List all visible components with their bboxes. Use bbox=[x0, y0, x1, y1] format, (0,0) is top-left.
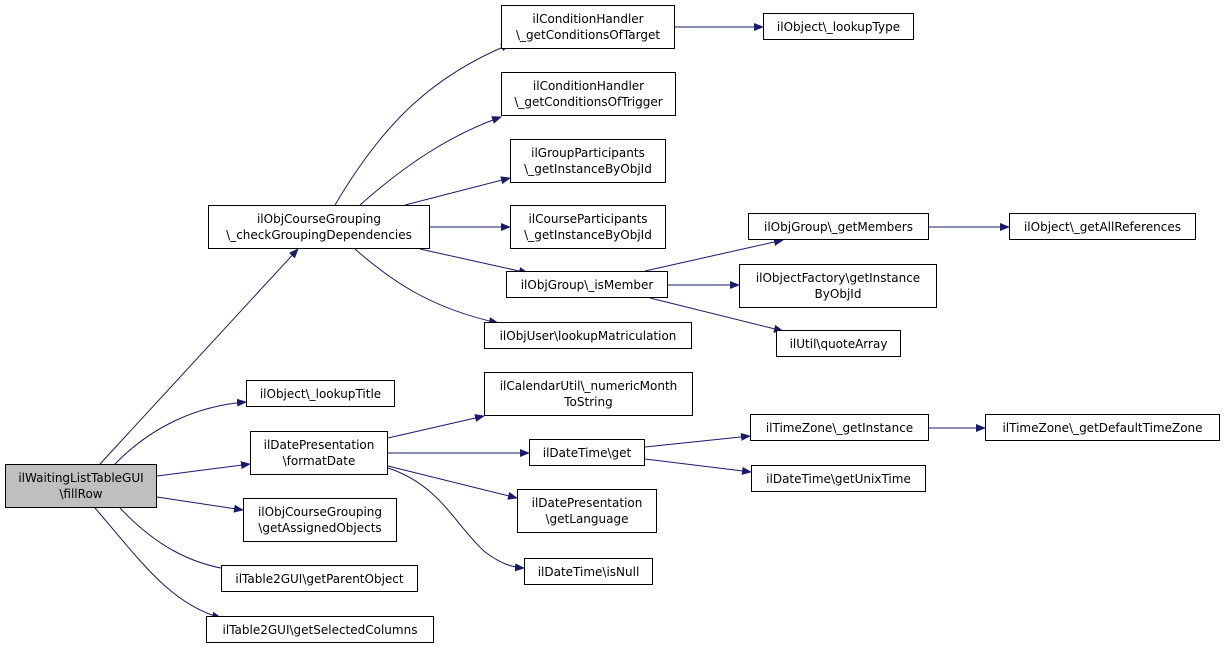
node-label-line: ilObjUser\lookupMatriculation bbox=[499, 328, 677, 343]
node-label-line: ilDatePresentation bbox=[531, 496, 643, 510]
edge-checkGrouping-to-matric bbox=[354, 248, 499, 325]
edge-checkGrouping-to-isMember bbox=[419, 248, 529, 275]
node-label-line: ilObjGroup\_getMembers bbox=[764, 219, 913, 234]
edge-checkGrouping-to-condTrigger bbox=[359, 116, 502, 206]
node-label-line: ilObjGroup\_isMember bbox=[520, 277, 654, 292]
node-lookupTitle[interactable]: ilObject\_lookupTitle bbox=[246, 380, 395, 407]
edge-root-to-parentObj bbox=[119, 507, 233, 573]
node-root: ilWaitingListTableGUI \fillRow bbox=[5, 464, 157, 508]
node-isNull[interactable]: ilDateTime\isNull bbox=[524, 558, 653, 585]
node-getMembers[interactable]: ilObjGroup\_getMembers bbox=[748, 213, 929, 240]
node-label-line: ilWaitingListTableGUI bbox=[18, 471, 144, 485]
node-label-line: ilTimeZone\_getInstance bbox=[765, 420, 914, 435]
node-label-line: ilDateTime\get bbox=[542, 445, 632, 460]
node-label-line: ilTimeZone\_getDefaultTimeZone bbox=[1002, 420, 1203, 435]
node-condTrigger[interactable]: ilConditionHandler \_getConditionsOfTrigg… bbox=[501, 72, 676, 116]
edge-formatDate-to-numMonth bbox=[387, 414, 485, 439]
node-matric[interactable]: ilObjUser\lookupMatriculation bbox=[484, 322, 692, 349]
node-label-line: ilConditionHandler bbox=[532, 12, 644, 26]
node-label-line: \_getConditionsOfTrigger bbox=[514, 95, 663, 109]
node-label-line: ByObjId bbox=[814, 287, 862, 301]
node-label-line: ilDateTime\getUnixTime bbox=[766, 471, 911, 486]
edge-formatDate-to-isNull bbox=[387, 467, 525, 572]
node-label-line: \formatDate bbox=[282, 454, 356, 468]
node-label-line: ilObject\_lookupTitle bbox=[259, 386, 382, 401]
node-label-line: \_checkGroupingDependencies bbox=[226, 228, 412, 242]
node-label-line: ilObjCourseGrouping bbox=[257, 505, 383, 519]
edge-root-to-checkGrouping bbox=[99, 248, 299, 465]
node-groupPart[interactable]: ilGroupParticipants \_getInstanceByObjId bbox=[510, 139, 666, 183]
node-allRefs[interactable]: ilObject\_getAllReferences bbox=[1009, 213, 1196, 240]
node-label-line: ilUtil\quoteArray bbox=[789, 336, 888, 351]
edge-isMember-to-quoteArray bbox=[649, 297, 784, 333]
node-label-line: \getAssignedObjects bbox=[258, 521, 382, 535]
node-label-line: ilDateTime\isNull bbox=[537, 564, 640, 579]
edge-dtGet-to-tzInstance bbox=[644, 432, 751, 448]
node-tzInstance[interactable]: ilTimeZone\_getInstance bbox=[750, 414, 929, 441]
edge-root-to-selCols bbox=[94, 507, 222, 620]
node-unixTime[interactable]: ilDateTime\getUnixTime bbox=[751, 465, 926, 492]
node-label-line: ToString bbox=[564, 395, 613, 409]
node-parentObj[interactable]: ilTable2GUI\getParentObject bbox=[221, 565, 418, 592]
node-condTarget[interactable]: ilConditionHandler \_getConditionsOfTarge… bbox=[501, 5, 675, 49]
edge-checkGrouping-to-condTarget bbox=[334, 43, 511, 206]
edge-formatDate-to-getLang bbox=[387, 465, 518, 500]
node-label-line: ilCourseParticipants bbox=[528, 212, 648, 226]
node-label-line: \_getInstanceByObjId bbox=[524, 162, 652, 176]
node-selCols[interactable]: ilTable2GUI\getSelectedColumns bbox=[206, 616, 434, 643]
node-label-line: \_getInstanceByObjId bbox=[524, 228, 652, 242]
node-formatDate[interactable]: ilDatePresentation \formatDate bbox=[250, 431, 388, 475]
node-label-line: ilObjCourseGrouping bbox=[256, 212, 382, 226]
node-assigned[interactable]: ilObjCourseGrouping \getAssignedObjects bbox=[243, 498, 397, 542]
node-tzDefault[interactable]: ilTimeZone\_getDefaultTimeZone bbox=[985, 414, 1220, 441]
node-label-line: ilDatePresentation bbox=[263, 438, 375, 452]
node-label-line: ilTable2GUI\getParentObject bbox=[235, 571, 404, 586]
edge-root-to-lookupTitle bbox=[114, 398, 247, 465]
node-label-line: \getLanguage bbox=[545, 512, 629, 526]
edge-root-to-assigned bbox=[156, 496, 244, 513]
node-quoteArray[interactable]: ilUtil\quoteArray bbox=[776, 330, 901, 357]
edge-isMember-to-getMembers bbox=[644, 238, 784, 272]
node-label-line: ilConditionHandler bbox=[532, 79, 645, 93]
edge-dtGet-to-unixTime bbox=[644, 458, 752, 475]
node-label-line: \fillRow bbox=[59, 487, 103, 501]
node-dtGet[interactable]: ilDateTime\get bbox=[529, 439, 645, 466]
node-label-line: ilCalendarUtil\_numericMonth bbox=[499, 379, 678, 393]
node-label-line: \_getConditionsOfTarget bbox=[515, 28, 661, 42]
node-label-line: ilGroupParticipants bbox=[531, 146, 645, 160]
node-checkGrouping[interactable]: ilObjCourseGrouping \_checkGroupingDepend… bbox=[208, 205, 430, 249]
node-label-line: ilObjectFactory\getInstance bbox=[755, 271, 921, 285]
node-coursePart[interactable]: ilCourseParticipants \_getInstanceByObjId bbox=[510, 205, 666, 249]
node-label-line: ilTable2GUI\getSelectedColumns bbox=[222, 622, 418, 637]
node-label-line: ilObject\_lookupType bbox=[776, 19, 901, 34]
node-label-line: ilObject\_getAllReferences bbox=[1023, 219, 1182, 234]
node-getLang[interactable]: ilDatePresentation \getLanguage bbox=[517, 489, 657, 533]
edge-checkGrouping-to-groupPart bbox=[404, 176, 511, 206]
edge-root-to-formatDate bbox=[156, 461, 251, 477]
node-lookupType[interactable]: ilObject\_lookupType bbox=[763, 13, 914, 40]
node-isMember[interactable]: ilObjGroup\_isMember bbox=[506, 271, 668, 298]
